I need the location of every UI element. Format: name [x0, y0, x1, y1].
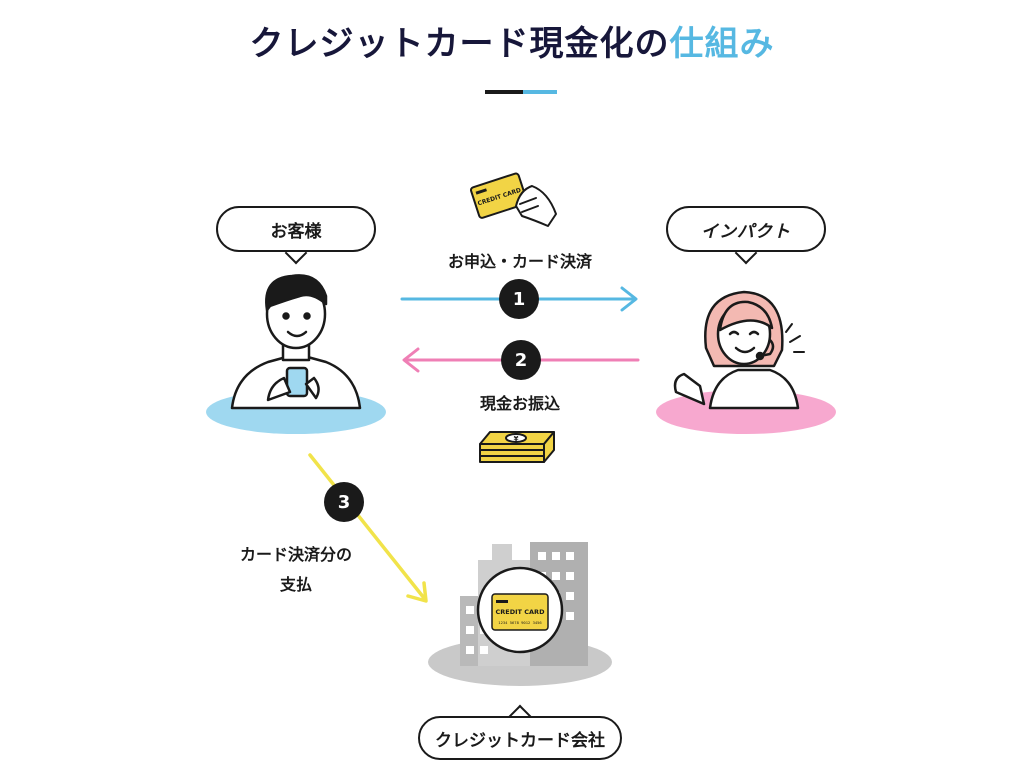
- company-bubble: インパクト: [666, 206, 826, 265]
- operator-figure: [673, 290, 805, 410]
- cash-yen-mark: ¥: [514, 435, 519, 443]
- page-title: クレジットカード現金化の仕組み: [0, 16, 1024, 65]
- step3-label-line1: カード決済分の: [239, 545, 352, 564]
- step1-label: お申込・カード決済: [447, 252, 592, 271]
- step2-label: 現金お振込: [479, 394, 560, 413]
- customer-label: お客様: [216, 206, 376, 252]
- step1-badge: 1: [499, 279, 539, 319]
- issuer-label: クレジットカード会社: [418, 716, 622, 760]
- title-main: クレジットカード現金化の: [249, 24, 670, 64]
- issuer-card-digits: 1234 5678 9012 3456: [498, 620, 542, 625]
- step3-label: カード決済分の 支払: [226, 540, 366, 600]
- card-in-hand-icon: CREDIT CARD: [470, 172, 557, 227]
- arrow-step3: [308, 453, 428, 603]
- issuer-card-text: CREDIT CARD: [496, 608, 546, 616]
- step2-badge: 2: [501, 340, 541, 380]
- title-underline: [485, 90, 557, 94]
- title-underline-blue: [523, 90, 557, 94]
- credit-card-icon: CREDIT CARD 1234 5678 9012 3456: [491, 593, 549, 631]
- customer-bubble: お客様: [216, 206, 376, 265]
- step3-label-line2: 支払: [279, 575, 312, 594]
- title-accent: 仕組み: [669, 24, 775, 64]
- title-underline-dark: [485, 90, 523, 94]
- customer-figure: [230, 274, 362, 410]
- cash-stack-icon: ¥: [479, 431, 555, 463]
- issuer-bubble: クレジットカード会社: [418, 704, 622, 760]
- step3-badge: 3: [324, 482, 364, 522]
- company-logo: インパクト: [666, 206, 826, 252]
